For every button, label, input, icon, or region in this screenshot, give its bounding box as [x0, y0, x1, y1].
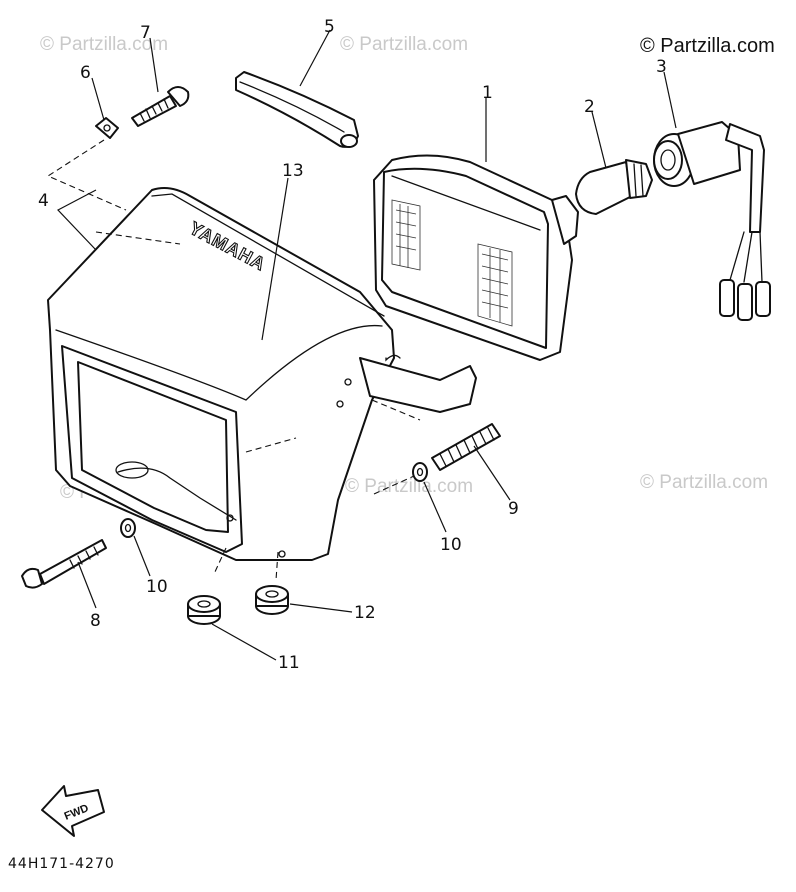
callout-9: 9	[508, 499, 519, 519]
part-3-socket	[653, 121, 771, 321]
part-1-headlight-unit	[373, 154, 579, 361]
callout-6: 6	[80, 63, 91, 83]
callout-11: 11	[278, 653, 300, 673]
watermark-main: © Partzilla.com	[640, 35, 775, 57]
callout-13: 13	[282, 161, 304, 181]
part-11-grommet	[187, 595, 221, 625]
callout-8: 8	[90, 611, 101, 631]
alignment-lines	[46, 139, 421, 581]
callout-3: 3	[656, 57, 667, 77]
watermark-mid-center: © Partzilla.com	[345, 476, 473, 497]
callout-7: 7	[140, 23, 151, 43]
part-5-rubber-strip	[235, 71, 359, 148]
part-7-screw	[131, 86, 190, 127]
callout-10-right: 10	[440, 535, 462, 555]
callout-5: 5	[324, 17, 335, 37]
part-2-bulb	[575, 159, 653, 215]
watermark-mid-right: © Partzilla.com	[640, 472, 768, 493]
callout-2: 2	[584, 97, 595, 117]
fwd-arrow-icon: FWD	[41, 785, 105, 837]
watermark-group: © Partzilla.com © Partzilla.com © Partzi…	[40, 34, 775, 503]
callout-1: 1	[482, 83, 493, 103]
part-12-grommet	[255, 585, 289, 615]
diagram-code: 44H171-4270	[8, 856, 115, 872]
watermark-top-center: © Partzilla.com	[340, 34, 468, 55]
part-10-washer-left	[120, 518, 136, 538]
callout-4: 4	[38, 191, 49, 211]
callout-labels: 1 2 3 4 5 6 7 8 9 10 10 11 12 13	[38, 17, 667, 673]
callout-12: 12	[354, 603, 376, 623]
part-9-spring	[431, 423, 501, 471]
part-8-bolt	[21, 539, 107, 589]
part-6-nut-plate	[95, 117, 119, 139]
part-10-washer-right	[412, 462, 428, 482]
leader-lines	[57, 29, 677, 661]
callout-10-left: 10	[146, 577, 168, 597]
watermark-top-left: © Partzilla.com	[40, 34, 168, 55]
